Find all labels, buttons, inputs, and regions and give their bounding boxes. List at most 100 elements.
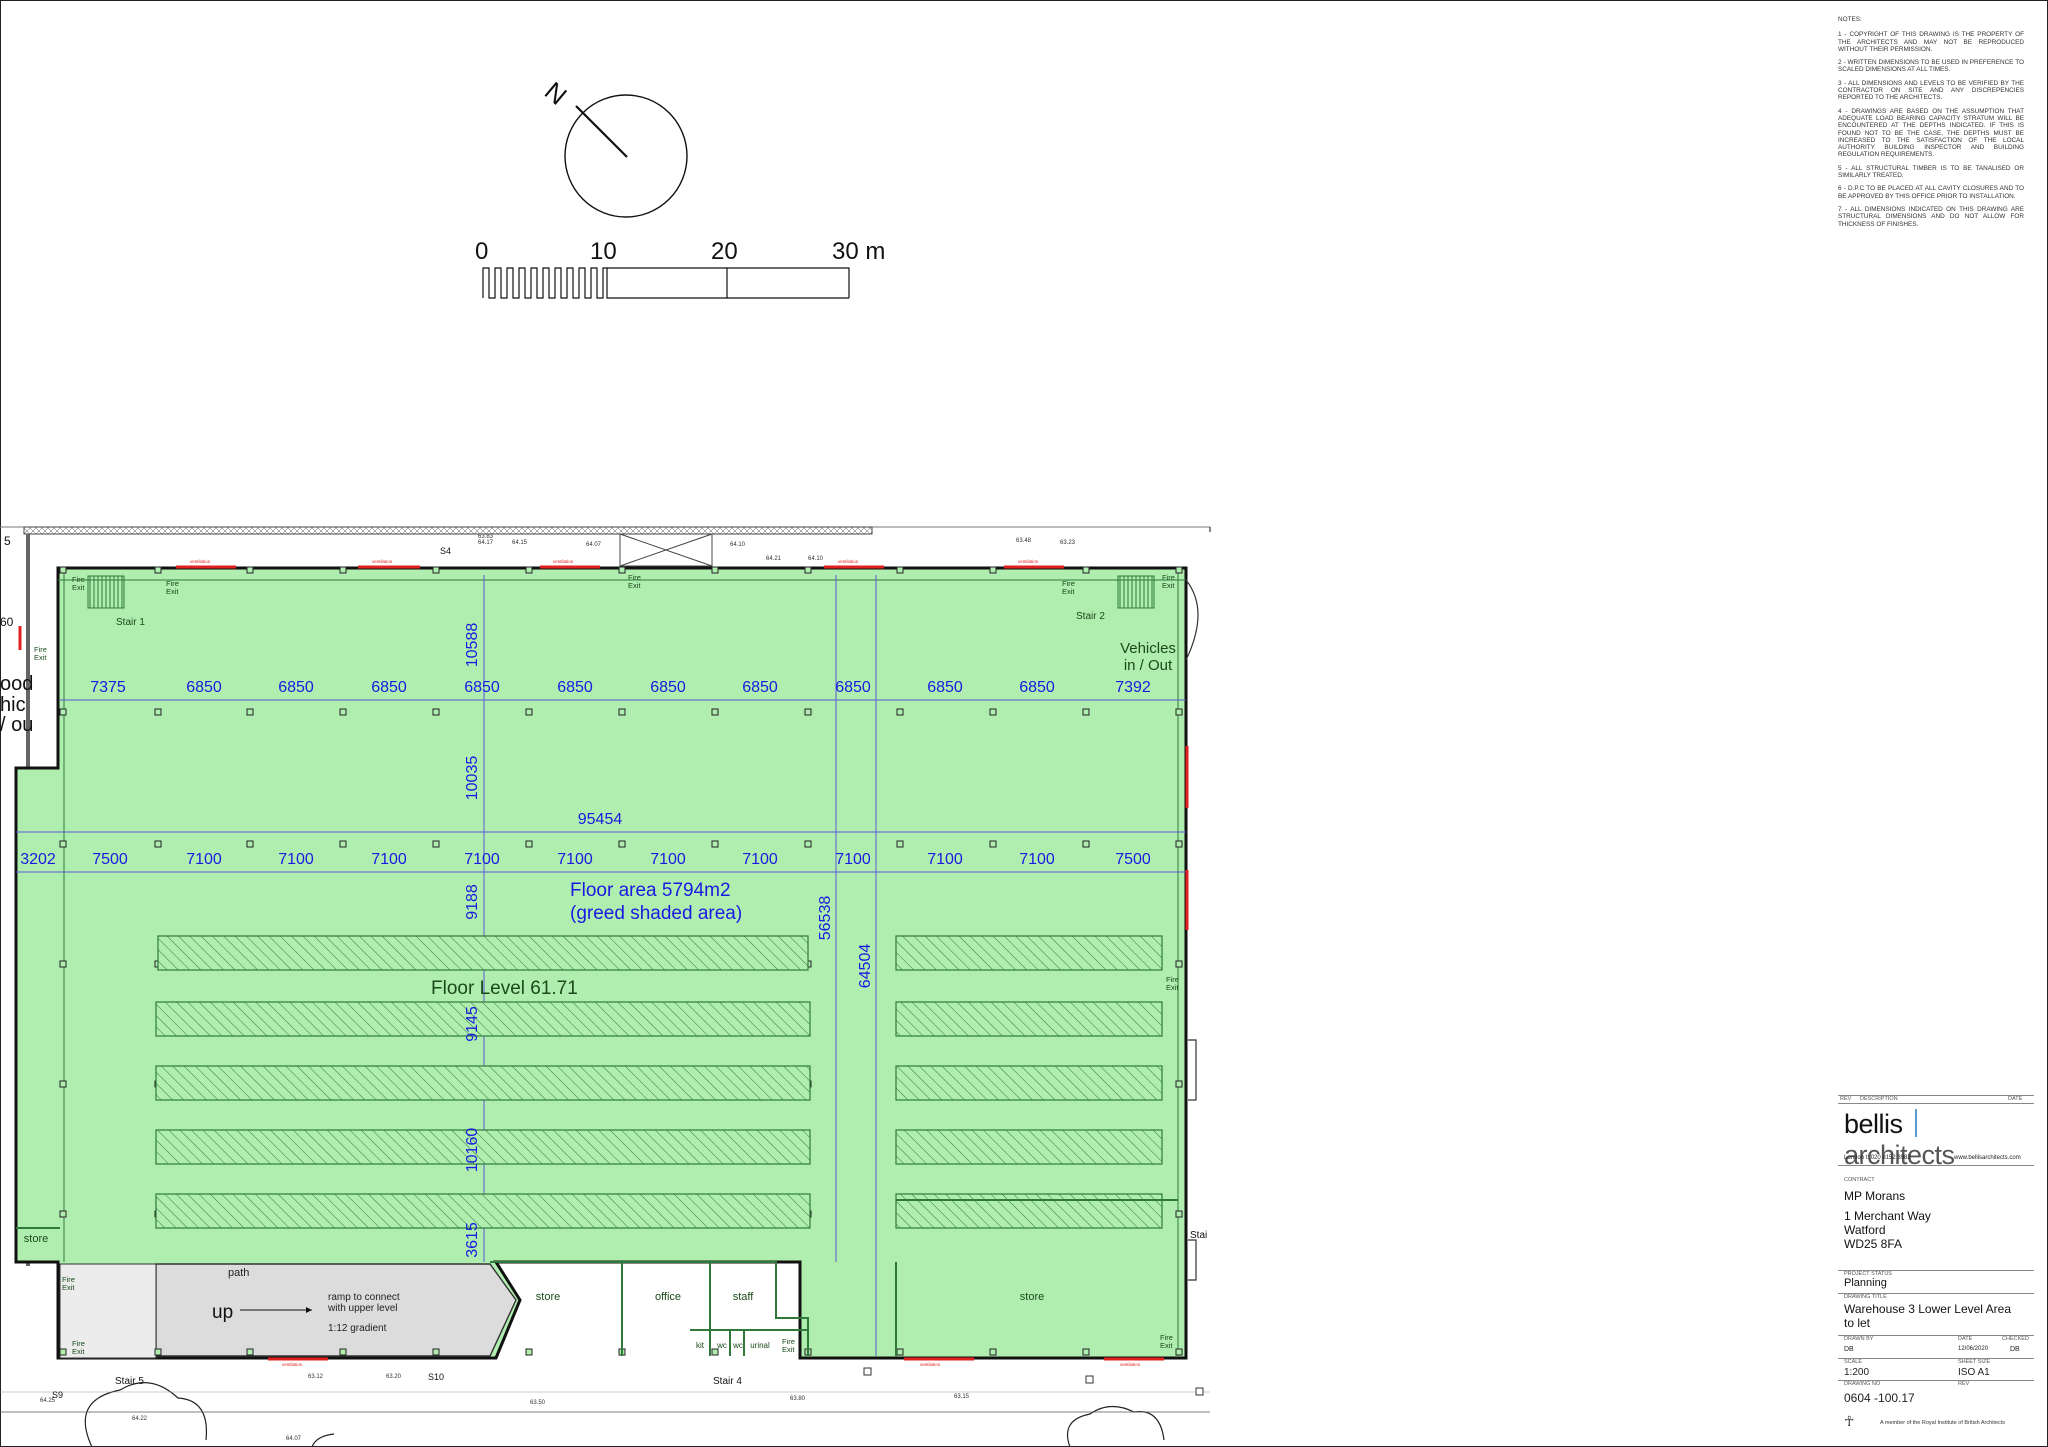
fire-exit-label: Fire [1160, 1333, 1173, 1342]
racking-row [155, 1065, 811, 1101]
spot-level: 63.50 [530, 1400, 546, 1406]
ventilation-label: ventilation [1018, 559, 1039, 564]
date-header: DATE [2008, 1096, 2023, 1102]
racking-row [157, 935, 809, 971]
overall-depth-label: 64504 [857, 944, 874, 989]
spot-level: 63.83 [478, 534, 494, 540]
note-item: 6 - D.P.C TO BE PLACED AT ALL CAVITY CLO… [1838, 185, 2024, 200]
spot-level: 63.12 [308, 1374, 324, 1380]
fire-exit-label: Exit [1062, 587, 1075, 596]
dimension-label: 6850 [650, 679, 686, 696]
spot-level: 63.48 [1016, 538, 1032, 544]
spot-level: 64.07 [586, 542, 602, 548]
vertical-dimensions: 10588 10035 9188 9145 10160 3615 56538 6… [464, 623, 874, 1258]
ventilation-label: ventilation [372, 559, 393, 564]
spot-level: 63.80 [790, 1396, 806, 1402]
riba-text: A member of the Royal Institute of Briti… [1880, 1420, 2006, 1426]
room-label-wc: wc [732, 1341, 743, 1350]
spot-levels: 64.17 63.83 64.15 64.07 64.10 64.21 64.1… [40, 534, 1076, 1442]
room-label-store: store [1020, 1291, 1044, 1303]
trees [0, 1382, 1210, 1447]
fragment-text: ood [0, 673, 33, 695]
ramp-label: with upper level [327, 1303, 397, 1314]
external-features [1185, 527, 1211, 1281]
top-dimensions: 7375 6850 6850 6850 6850 6850 6850 6850 … [90, 679, 1151, 696]
dimension-label: 6850 [557, 679, 593, 696]
tree-outline [84, 1382, 208, 1447]
section-mark: S4 [440, 546, 451, 556]
dimension-label: 6850 [927, 679, 963, 696]
ventilation-marks [18, 565, 1189, 1361]
ramp-label: ramp to connect [328, 1292, 400, 1303]
room-labels: store office staff store store kit wc wc… [24, 1233, 1044, 1350]
section-mark: S10 [428, 1372, 444, 1382]
dimension-label: 7100 [927, 851, 963, 868]
dimension-label: 10035 [464, 756, 481, 801]
fire-exit-label: Exit [1166, 983, 1179, 992]
dimension-label: 7500 [1115, 851, 1151, 868]
dimension-label: 6850 [278, 679, 314, 696]
up-label: up [212, 1302, 233, 1323]
drawn-row: DRAWN BY DB DATE 12/06/2020 CHECKED DB [1838, 1336, 2034, 1358]
tree-outline [1066, 1405, 1165, 1447]
contract-label: CONTRACT [1844, 1177, 1875, 1183]
racking-row [155, 1001, 811, 1037]
website-text: www.bellisarchitects.com [1954, 1155, 2021, 1161]
drawn-value: DB [1844, 1346, 1854, 1353]
racking-row [895, 935, 1163, 971]
dimension-label: 7100 [1019, 851, 1055, 868]
spot-level: 64.10 [808, 556, 824, 562]
racking-row [895, 1001, 1163, 1037]
drawing-title: Warehouse 3 Lower Level Area [1844, 1302, 2011, 1316]
north-circle [564, 94, 688, 218]
spot-level: 64.10 [730, 542, 746, 548]
logo-bold: bellis [1844, 1109, 1903, 1139]
scale-row: SCALE 1:200 SHEET SIZE ISO A1 [1838, 1359, 2034, 1381]
north-needle [575, 105, 628, 158]
dimension-label: 7500 [92, 851, 128, 868]
stair-1-label: Stair 1 [116, 617, 145, 628]
notes-heading: NOTES: [1838, 16, 1862, 23]
scale-label: 0 [475, 238, 488, 265]
room-label-store: store [24, 1233, 48, 1245]
ventilation-label: ventilation [1120, 1362, 1141, 1367]
stair-fragment: Stai [1190, 1230, 1207, 1241]
spot-level: 64.22 [132, 1416, 148, 1422]
spot-level: 63.20 [386, 1374, 402, 1380]
fire-exit-label: Fire [62, 1275, 75, 1284]
drawing-title: to let [1844, 1316, 1871, 1330]
note-item: 5 - ALL STRUCTURAL TIMBER IS TO BE TANAL… [1838, 164, 2024, 180]
scale-label: 10 [590, 238, 617, 265]
racking-row [155, 1129, 811, 1165]
contract-section: CONTRACT MP Morans 1 Merchant Way Watfor… [1844, 1177, 2040, 1251]
fire-exit-label: Fire [1162, 573, 1175, 582]
riba-row: ☥ A member of the Royal Institute of Bri… [1838, 1413, 2034, 1433]
dimension-label: 7100 [186, 851, 222, 868]
fire-exit-label: Exit [34, 653, 47, 662]
dimension-label: 7100 [371, 851, 407, 868]
ventilation-label: ventilation [282, 1362, 303, 1367]
scale-label: 20 [711, 238, 738, 265]
stair-2-label: Stair 2 [1076, 611, 1105, 622]
phone-text: London t: 020 8152 3982 [1844, 1155, 1911, 1161]
ventilation-label: ventilation [838, 559, 859, 564]
inner-depth-label: 56538 [817, 896, 834, 941]
riba-logo-icon: ☥ [1844, 1413, 1855, 1429]
dimension-label: 7100 [557, 851, 593, 868]
spot-level: 64.15 [512, 540, 528, 546]
grid-ref: 5 [4, 534, 11, 548]
drawing-number-label: DRAWING No [1844, 1381, 1881, 1387]
grid-ref: 60 [0, 615, 14, 629]
bollards [863, 1367, 1204, 1396]
fire-exit-label: Exit [628, 581, 641, 590]
dimension-label: 7100 [835, 851, 871, 868]
sheet-size-label: SHEET SIZE [1958, 1359, 1990, 1365]
tree-outline [311, 1433, 335, 1447]
fire-exit-label: Exit [72, 1347, 85, 1356]
scale-bar [482, 267, 850, 299]
room-label-urinal: urinal [750, 1341, 770, 1350]
fire-exit-label: Fire [1166, 975, 1179, 984]
rev-header: REV [1840, 1096, 1852, 1102]
